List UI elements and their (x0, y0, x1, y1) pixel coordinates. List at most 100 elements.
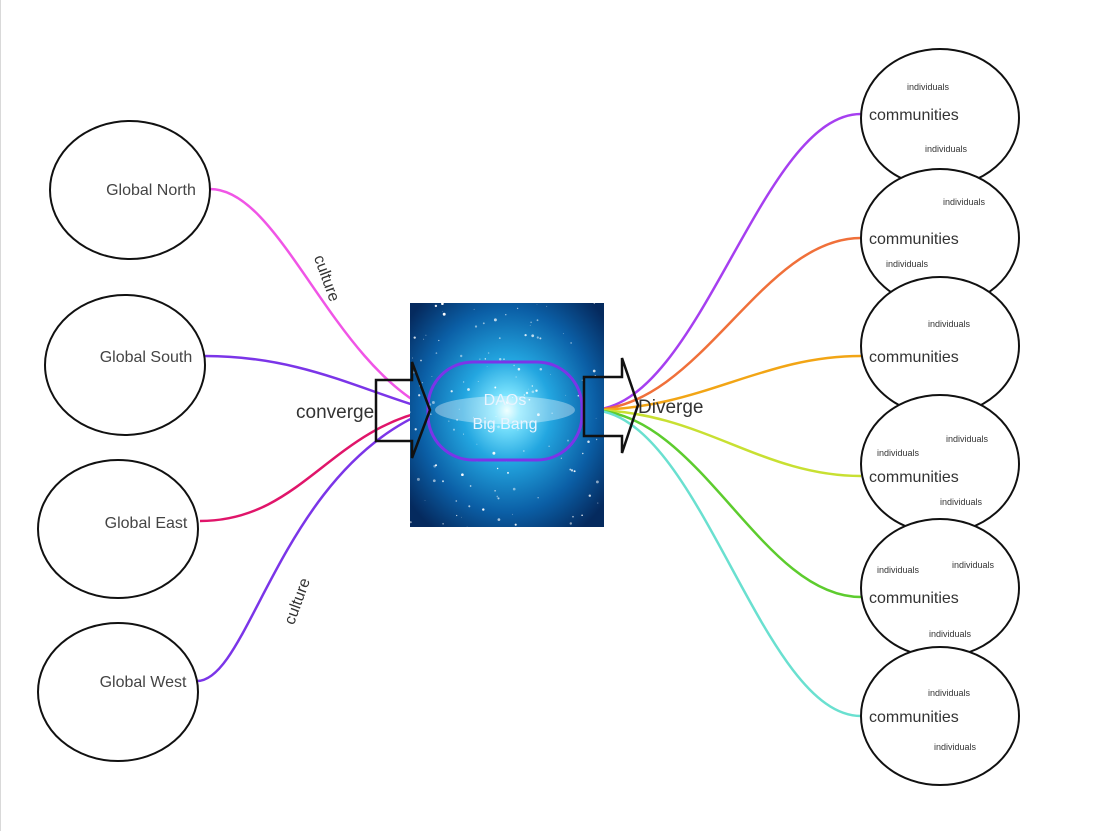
star (420, 359, 422, 362)
star (512, 396, 513, 398)
connector-right-3 (589, 354, 862, 412)
star (569, 522, 573, 525)
star (431, 376, 433, 377)
right-connectors (589, 112, 862, 718)
star (500, 400, 502, 403)
individuals-label: individuals (877, 448, 920, 458)
star (593, 302, 595, 305)
community-label: communities (869, 349, 959, 366)
node-communities-3[interactable]: communities individuals (860, 276, 1020, 416)
big-bang-image[interactable] (409, 302, 604, 528)
star (486, 366, 488, 367)
star (476, 443, 478, 445)
star (537, 497, 539, 499)
star (546, 305, 548, 307)
individuals-label: individuals (907, 82, 950, 92)
star (413, 336, 416, 339)
star (539, 368, 543, 371)
star (494, 489, 496, 492)
star (502, 395, 504, 397)
star (474, 325, 478, 328)
node-global-south[interactable]: Global South (44, 294, 206, 436)
star (482, 322, 485, 325)
node-label: Global North (106, 182, 196, 199)
star (505, 314, 507, 316)
star (592, 369, 596, 373)
star (421, 382, 423, 384)
node-global-east[interactable]: Global East (37, 459, 199, 599)
star (539, 337, 542, 340)
star (582, 452, 584, 455)
star (431, 401, 435, 404)
daos-ring (426, 360, 584, 462)
star (416, 477, 420, 481)
connector-right-1 (589, 112, 862, 412)
community-label: communities (869, 590, 959, 607)
star (479, 358, 481, 360)
edge-label-culture-top: culture (310, 253, 342, 304)
star (567, 439, 569, 442)
individuals-label: individuals (925, 144, 968, 154)
star (513, 364, 515, 367)
star (507, 471, 509, 474)
community-label: communities (869, 107, 959, 124)
star (504, 428, 506, 430)
star (569, 468, 572, 471)
star (517, 429, 519, 431)
star (463, 433, 465, 435)
node-communities-1[interactable]: communities individuals individuals (860, 48, 1020, 188)
star (498, 337, 501, 339)
connector-2 (204, 354, 431, 412)
node-communities-2[interactable]: communities individuals individuals (860, 168, 1020, 308)
star (442, 522, 444, 525)
individuals-label: individuals (877, 565, 920, 575)
star (595, 417, 597, 419)
star (435, 352, 438, 354)
star (490, 425, 493, 428)
connector-right-5 (589, 408, 862, 599)
star (492, 451, 496, 455)
star (438, 339, 440, 342)
star (550, 374, 551, 376)
star (562, 333, 564, 335)
star (482, 508, 485, 511)
node-communities-5[interactable]: communities individuals individuals indi… (860, 518, 1020, 658)
star (469, 485, 472, 487)
node-global-north[interactable]: Global North (49, 120, 211, 260)
star (418, 394, 421, 397)
individuals-label: individuals (934, 742, 977, 752)
star (442, 480, 444, 483)
star (494, 386, 497, 389)
star (587, 440, 590, 443)
star (477, 381, 479, 382)
connector-4 (196, 408, 431, 683)
star (450, 390, 453, 393)
star (497, 425, 500, 429)
star (514, 523, 517, 526)
connector-3 (199, 408, 431, 523)
diverge-label: Diverge (638, 397, 703, 418)
edge-label-culture-bottom: culture (282, 576, 314, 627)
star (466, 526, 468, 528)
star (506, 401, 509, 404)
star (537, 413, 540, 417)
big-bang-label: Big Bang (473, 416, 538, 433)
star (588, 494, 591, 497)
star (551, 412, 553, 414)
star (523, 401, 525, 403)
connector-right-4 (589, 408, 862, 478)
star (461, 473, 464, 477)
node-communities-4[interactable]: communities individuals individuals indi… (860, 394, 1020, 534)
star (503, 358, 505, 360)
star (434, 304, 438, 308)
node-communities-6[interactable]: communities individuals individuals (860, 646, 1020, 786)
star (414, 428, 417, 431)
star (530, 321, 532, 324)
star (456, 514, 458, 517)
star (536, 319, 539, 322)
node-global-west[interactable]: Global West (37, 622, 199, 762)
star (467, 388, 470, 391)
star (595, 438, 598, 441)
star (484, 358, 486, 360)
